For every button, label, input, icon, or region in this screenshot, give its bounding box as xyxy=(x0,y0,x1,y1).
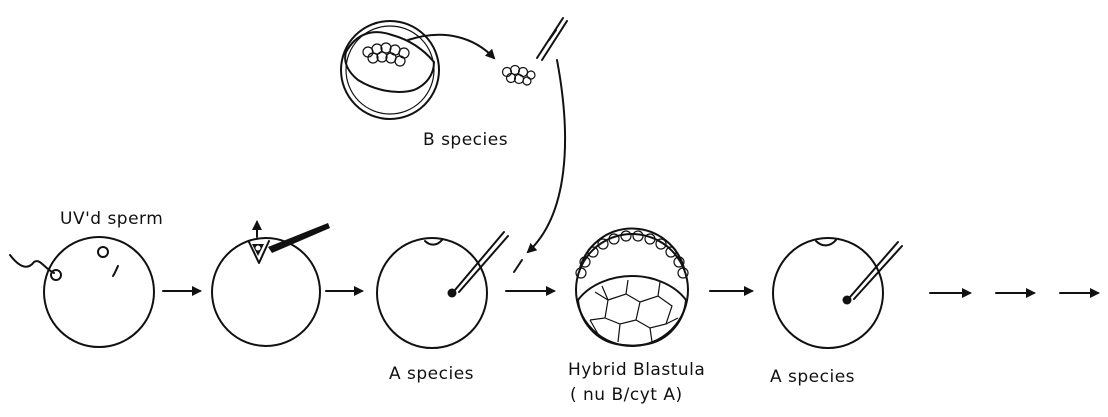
cell-cluster-in-dish xyxy=(363,43,409,66)
egg-uv-sperm xyxy=(10,237,154,347)
dissociated-cells xyxy=(503,66,536,86)
egg-a-species-2 xyxy=(773,238,902,348)
transfer-arrow xyxy=(528,60,565,252)
blastula-vegetal-cells xyxy=(578,276,686,346)
blastula-roof-cells xyxy=(576,231,688,278)
egg-enucleation xyxy=(212,222,330,346)
label-b-species: B species xyxy=(423,130,508,150)
label-a-species-1: A species xyxy=(389,364,474,384)
label-hybrid-blastula: Hybrid Blastula xyxy=(568,360,705,380)
pipette-dash-upper xyxy=(514,260,522,272)
label-a-species-2: A species xyxy=(770,367,855,387)
label-nucleus-cytoplasm: ( nu B/cyt A) xyxy=(570,385,683,405)
hybrid-blastula xyxy=(576,229,688,346)
label-uv-sperm: UV'd sperm xyxy=(60,209,163,229)
micropipette-top xyxy=(537,18,567,60)
egg-a-species-1 xyxy=(377,232,508,348)
